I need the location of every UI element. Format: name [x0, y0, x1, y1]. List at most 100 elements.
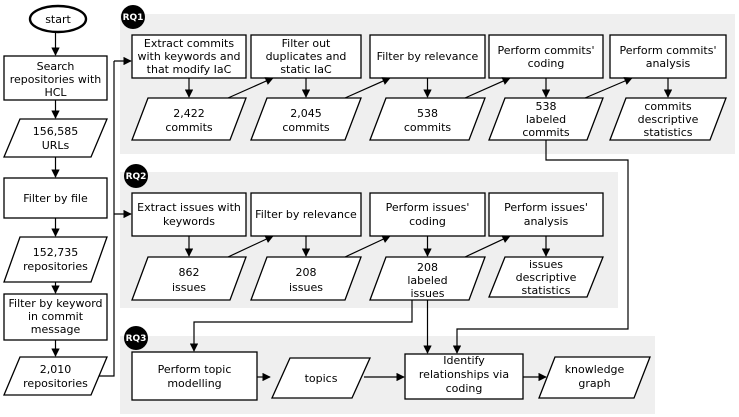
rq3-identify-relationships-process: Identify relationships via coding: [404, 353, 524, 400]
rq1-commits-coding-process: Perform commits' coding: [488, 34, 604, 79]
svg-text:156,585: 156,585: [33, 125, 79, 138]
svg-text:repositories: repositories: [23, 260, 88, 273]
svg-text:HCL: HCL: [44, 86, 67, 99]
repositories-152735-data: 152,735 repositories: [3, 236, 108, 283]
svg-text:Filter out: Filter out: [282, 37, 331, 50]
rq2-issues-208-data: 208 issues: [250, 256, 362, 301]
svg-text:descriptive: descriptive: [516, 271, 577, 284]
svg-text:2,045: 2,045: [290, 107, 322, 120]
svg-text:message: message: [31, 323, 81, 336]
svg-text:labeled: labeled: [407, 274, 447, 287]
svg-text:862: 862: [179, 266, 200, 279]
svg-text:that modify IaC: that modify IaC: [147, 63, 232, 76]
rq1-commits-analysis-process: Perform commits' analysis: [609, 34, 727, 79]
svg-text:analysis: analysis: [524, 215, 569, 228]
rq1-badge: RQ1: [121, 5, 145, 29]
svg-text:issues: issues: [289, 281, 323, 294]
edge-rq1-labeled-analysis: [584, 77, 633, 99]
svg-text:duplicates and: duplicates and: [266, 50, 347, 63]
rq3-badge: RQ3: [124, 326, 148, 350]
svg-text:commits: commits: [404, 121, 452, 134]
svg-text:analysis: analysis: [646, 57, 691, 70]
svg-text:issues: issues: [411, 287, 445, 300]
repositories-2010-data: 2,010 repositories: [3, 356, 108, 396]
svg-text:Filter by relevance: Filter by relevance: [255, 208, 357, 221]
svg-text:Extract issues with: Extract issues with: [137, 201, 241, 214]
rq2-filter-relevance-process: Filter by relevance: [250, 192, 362, 237]
rq1-filter-duplicates-process: Filter out duplicates and static IaC: [250, 34, 362, 79]
svg-text:Search: Search: [37, 60, 75, 73]
svg-text:208: 208: [296, 266, 317, 279]
svg-text:knowledge: knowledge: [565, 363, 625, 376]
svg-text:commits: commits: [644, 100, 692, 113]
svg-text:Perform commits': Perform commits': [497, 44, 594, 57]
svg-text:commits: commits: [522, 126, 570, 139]
svg-text:RQ2: RQ2: [126, 172, 147, 182]
svg-text:2,010: 2,010: [40, 363, 72, 376]
svg-text:RQ1: RQ1: [123, 13, 144, 23]
svg-text:2,422: 2,422: [173, 107, 205, 120]
rq2-issues-coding-process: Perform issues' coding: [369, 192, 486, 237]
svg-text:statistics: statistics: [643, 126, 692, 139]
svg-text:graph: graph: [578, 377, 610, 390]
edge-rq2-208-coding: [344, 235, 391, 258]
filter-by-keyword-process: Filter by keyword in commit message: [3, 293, 108, 341]
start-node: start: [28, 4, 88, 34]
rq3-topic-modelling-process: Perform topic modelling: [131, 351, 258, 401]
svg-text:labeled: labeled: [526, 113, 566, 126]
svg-text:RQ3: RQ3: [126, 334, 147, 344]
svg-text:with keywords and: with keywords and: [137, 50, 240, 63]
rq2-badge: RQ2: [124, 164, 148, 188]
svg-text:topics: topics: [305, 372, 338, 385]
edge-rq2-labeled-analysis: [464, 235, 511, 258]
search-repositories-process: Search repositories with HCL: [3, 55, 108, 101]
rq1-commits-2045-data: 2,045 commits: [250, 97, 362, 141]
svg-text:issues: issues: [172, 281, 206, 294]
rq2-extract-issues-process: Extract issues with keywords: [131, 192, 247, 237]
rq2-issues-analysis-process: Perform issues' analysis: [488, 192, 604, 237]
svg-text:keywords: keywords: [163, 215, 215, 228]
filter-by-file-process: Filter by file: [3, 177, 108, 219]
svg-text:coding: coding: [528, 57, 565, 70]
svg-text:repositories with: repositories with: [10, 73, 102, 86]
rq3-topics-data: topics: [270, 357, 372, 399]
rq3-knowledge-graph-data: knowledge graph: [538, 356, 651, 399]
edge-rq2-862-relevance: [227, 235, 274, 258]
svg-text:URLs: URLs: [42, 139, 70, 152]
svg-text:start: start: [45, 13, 71, 26]
svg-text:issues: issues: [529, 258, 563, 271]
rq1-filter-relevance-process: Filter by relevance: [369, 34, 486, 79]
svg-text:repositories: repositories: [23, 377, 88, 390]
rq2-issues-862-data: 862 issues: [131, 256, 247, 301]
rq1-commits-538-data: 538 commits: [369, 97, 486, 141]
edge-repos-trunk: [99, 61, 115, 377]
svg-text:Filter by relevance: Filter by relevance: [377, 50, 479, 63]
svg-text:relationships via: relationships via: [419, 368, 509, 381]
urls-data: 156,585 URLs: [3, 118, 108, 158]
svg-text:descriptive: descriptive: [638, 113, 699, 126]
svg-text:Filter by file: Filter by file: [23, 192, 88, 205]
svg-text:Perform topic: Perform topic: [158, 363, 232, 376]
svg-text:152,735: 152,735: [33, 246, 79, 259]
svg-text:Identify: Identify: [443, 354, 485, 367]
svg-text:Perform commits': Perform commits': [619, 44, 716, 57]
svg-text:Extract commits: Extract commits: [144, 37, 234, 50]
svg-text:538: 538: [536, 100, 557, 113]
rq1-extract-commits-process: Extract commits with keywords and that m…: [131, 34, 247, 79]
svg-text:coding: coding: [409, 215, 446, 228]
edge-rq1-2422-filterdup: [227, 77, 274, 99]
rq1-commits-statistics-data: commits descriptive statistics: [609, 97, 727, 141]
svg-text:538: 538: [417, 107, 438, 120]
svg-text:Filter by keyword: Filter by keyword: [8, 297, 102, 310]
svg-text:in commit: in commit: [28, 310, 84, 323]
edge-rq1-2045-relevance: [344, 77, 391, 99]
rq1-labeled-commits-data: 538 labeled commits: [488, 97, 604, 141]
svg-text:statistics: statistics: [521, 284, 570, 297]
rq2-issues-statistics-data: issues descriptive statistics: [488, 256, 604, 298]
svg-text:Perform issues': Perform issues': [504, 201, 588, 214]
rq2-labeled-issues-data: 208 labeled issues: [369, 256, 486, 301]
svg-text:modelling: modelling: [167, 377, 221, 390]
svg-text:coding: coding: [446, 382, 483, 395]
edge-labeled-issues-to-topic: [189, 300, 413, 352]
